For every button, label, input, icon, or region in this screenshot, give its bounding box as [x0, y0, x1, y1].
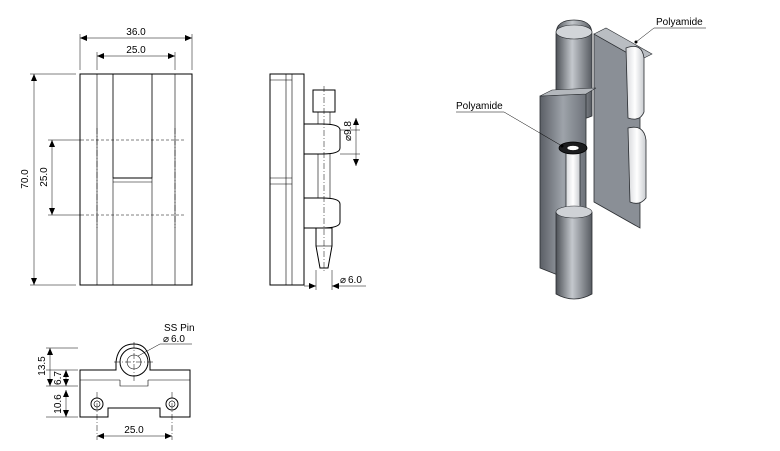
side-outline: [269, 73, 305, 286]
dim-step: 6.7: [53, 371, 64, 385]
isometric-view: Polyamide Polyamide: [456, 17, 706, 300]
side-view: ⌀ 9.8 ⌀ 6.0: [269, 73, 366, 290]
dim-pin-dia: 6.0: [348, 275, 362, 286]
dim-hole-spacing-horizontal: 25.0: [124, 425, 144, 436]
callout-polyamide-top: Polyamide: [656, 17, 703, 28]
dim-knuckle-dia-symbol: ⌀: [343, 135, 354, 141]
pin-dia-symbol: ⌀: [163, 334, 169, 345]
dim-overall-width: 36.0: [126, 27, 146, 38]
dim-total-thickness: 13.5: [37, 356, 48, 376]
iso-pin: [565, 149, 581, 209]
dim-inner-width: 25.0: [126, 45, 146, 56]
dim-hole-spacing-vertical: 25.0: [39, 167, 50, 187]
dim-knuckle-dia: 9.8: [343, 121, 354, 135]
callout-polyamide-left: Polyamide: [456, 101, 503, 112]
top-view: SS Pin ⌀ 6.0 13.5 6.7 10.6 25.0: [37, 323, 195, 440]
dim-base: 10.6: [53, 394, 64, 414]
dim-height: 70.0: [20, 169, 31, 189]
dim-pin-dia-symbol: ⌀: [340, 275, 346, 286]
pin-label: SS Pin: [164, 323, 195, 334]
pin-dia: 6.0: [171, 334, 185, 345]
iso-bottom-knuckle: [555, 207, 593, 300]
top-outline: [79, 343, 191, 418]
front-view: 36.0 25.0 70.0 25.0: [20, 27, 193, 286]
